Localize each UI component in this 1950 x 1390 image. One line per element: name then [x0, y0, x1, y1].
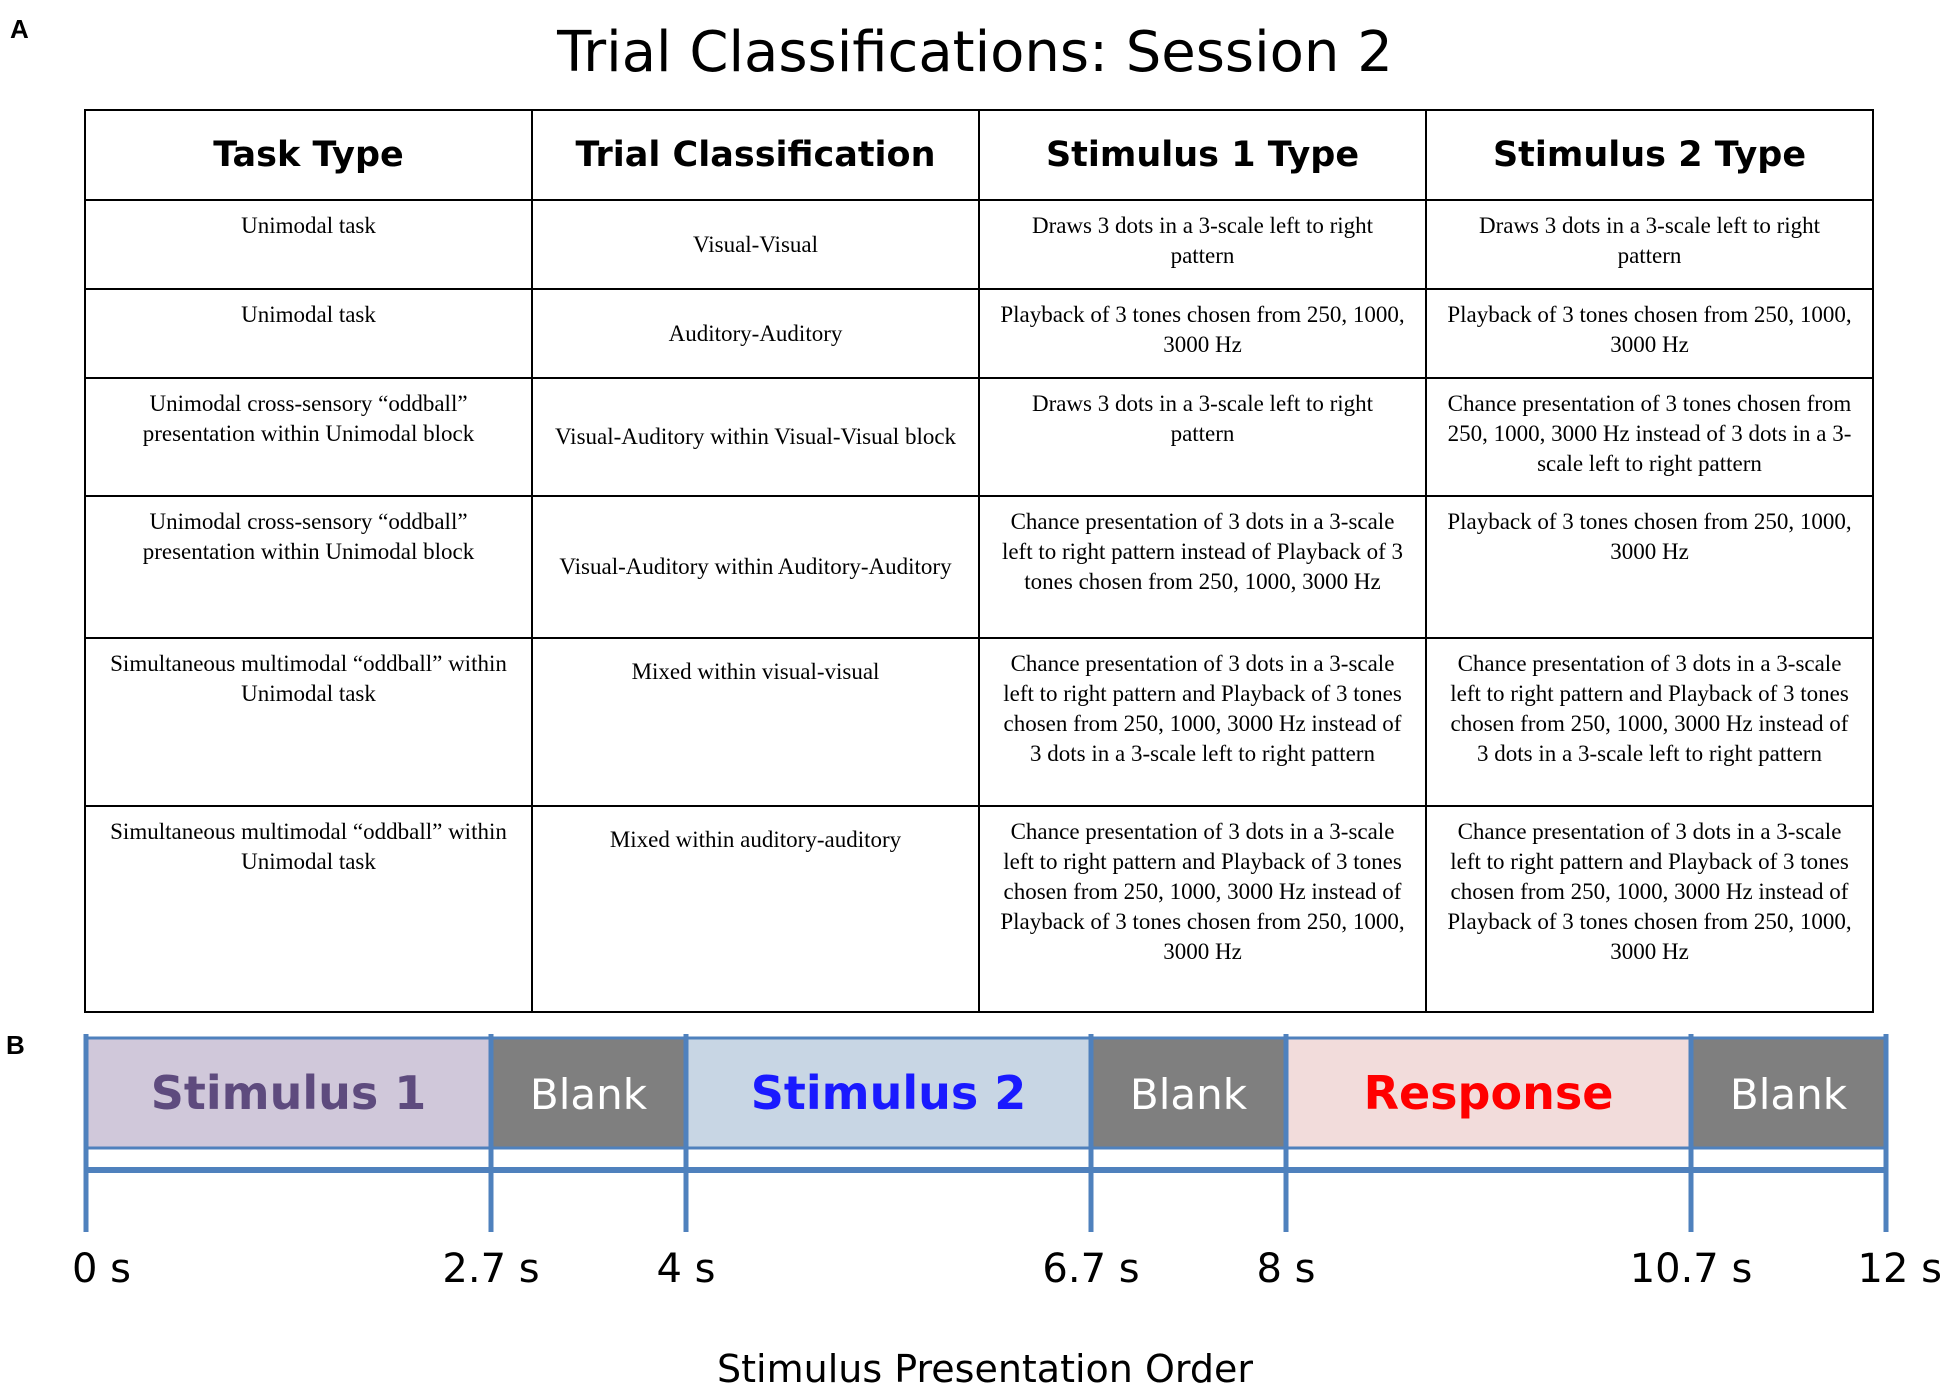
timeline-tick-label: 2.7 s	[442, 1246, 539, 1292]
timeline-segment-label: Stimulus 1	[151, 1066, 426, 1120]
stimulus-1-cell: Chance presentation of 3 dots in a 3-sca…	[978, 495, 1427, 639]
stimulus-1-cell: Chance presentation of 3 dots in a 3-sca…	[978, 805, 1427, 1013]
stimulus-2-cell: Draws 3 dots in a 3-scale left to right …	[1425, 199, 1874, 290]
stimulus-2-cell: Chance presentation of 3 dots in a 3-sca…	[1425, 637, 1874, 807]
table-row: Unimodal cross-sensory “oddball” present…	[84, 377, 1874, 497]
panel-a-label: A	[10, 14, 29, 44]
table-row: Unimodal task Auditory-Auditory Playback…	[84, 288, 1874, 379]
timeline-tick-label: 10.7 s	[1630, 1246, 1753, 1292]
stimulus-1-cell: Chance presentation of 3 dots in a 3-sca…	[978, 637, 1427, 807]
header-stimulus-1-type: Stimulus 1 Type	[978, 109, 1427, 201]
timeline-segment-blank	[1691, 1038, 1886, 1148]
stimulus-1-cell: Playback of 3 tones chosen from 250, 100…	[978, 288, 1427, 379]
table-row: Unimodal task Visual-Visual Draws 3 dots…	[84, 199, 1874, 290]
timeline-tick-label: 0 s	[72, 1246, 131, 1292]
header-task-type: Task Type	[84, 109, 533, 201]
trial-classification-cell: Auditory-Auditory	[531, 288, 980, 379]
timeline-segment-stimulus-1	[86, 1038, 491, 1148]
header-trial-classification: Trial Classification	[531, 109, 980, 201]
task-type-cell: Unimodal cross-sensory “oddball” present…	[84, 377, 533, 497]
stimulus-2-cell: Chance presentation of 3 dots in a 3-sca…	[1425, 805, 1874, 1013]
timeline-segment-label: Response	[1364, 1066, 1614, 1120]
trial-classification-cell: Visual-Visual	[531, 199, 980, 290]
timeline-tick-label: 4 s	[656, 1246, 715, 1292]
trial-classification-cell: Mixed within auditory-auditory	[531, 805, 980, 1013]
figure-title: Trial Classifications: Session 2	[557, 20, 1393, 85]
header-stimulus-2-type: Stimulus 2 Type	[1425, 109, 1874, 201]
stimulus-1-cell: Draws 3 dots in a 3-scale left to right …	[978, 377, 1427, 497]
timeline-axis-label: Stimulus Presentation Order	[717, 1347, 1253, 1390]
table-row: Simultaneous multimodal “oddball” within…	[84, 637, 1874, 807]
task-type-cell: Simultaneous multimodal “oddball” within…	[84, 805, 533, 1013]
panel-b-label: B	[6, 1030, 25, 1060]
timeline-tick-label: 12 s	[1858, 1246, 1942, 1292]
task-type-cell: Unimodal task	[84, 199, 533, 290]
timeline-segment-label: Stimulus 2	[751, 1066, 1026, 1120]
timeline-segment-label: Blank	[1130, 1070, 1248, 1119]
stimulus-timeline: Stimulus 1 Blank Stimulus 2 Blank Response Bl…	[72, 1034, 1942, 1390]
timeline-segment-blank	[491, 1038, 686, 1148]
stimulus-2-cell: Playback of 3 tones chosen from 250, 100…	[1425, 495, 1874, 639]
task-type-cell: Unimodal cross-sensory “oddball” present…	[84, 495, 533, 639]
trial-classification-cell: Mixed within visual-visual	[531, 637, 980, 807]
stimulus-2-cell: Playback of 3 tones chosen from 250, 100…	[1425, 288, 1874, 379]
timeline-segment-blank	[1091, 1038, 1286, 1148]
trial-classification-table: Task Type Trial Classification Stimulus …	[84, 109, 1874, 1013]
table-row: Unimodal cross-sensory “oddball” present…	[84, 495, 1874, 639]
table-header-row: Task Type Trial Classification Stimulus …	[84, 109, 1874, 201]
task-type-cell: Unimodal task	[84, 288, 533, 379]
timeline-segment-label: Blank	[1730, 1070, 1848, 1119]
timeline-segment-stimulus-2	[686, 1038, 1091, 1148]
timeline-tick-label: 6.7 s	[1042, 1246, 1139, 1292]
task-type-cell: Simultaneous multimodal “oddball” within…	[84, 637, 533, 807]
timeline-segment-label: Blank	[530, 1070, 648, 1119]
timeline-tick-label: 8 s	[1256, 1246, 1315, 1292]
stimulus-2-cell: Chance presentation of 3 tones chosen fr…	[1425, 377, 1874, 497]
trial-classification-cell: Visual-Auditory within Visual-Visual blo…	[531, 377, 980, 497]
trial-classification-cell: Visual-Auditory within Auditory-Auditory	[531, 495, 980, 639]
timeline-segment-response	[1286, 1038, 1691, 1148]
table-row: Simultaneous multimodal “oddball” within…	[84, 805, 1874, 1013]
stimulus-1-cell: Draws 3 dots in a 3-scale left to right …	[978, 199, 1427, 290]
